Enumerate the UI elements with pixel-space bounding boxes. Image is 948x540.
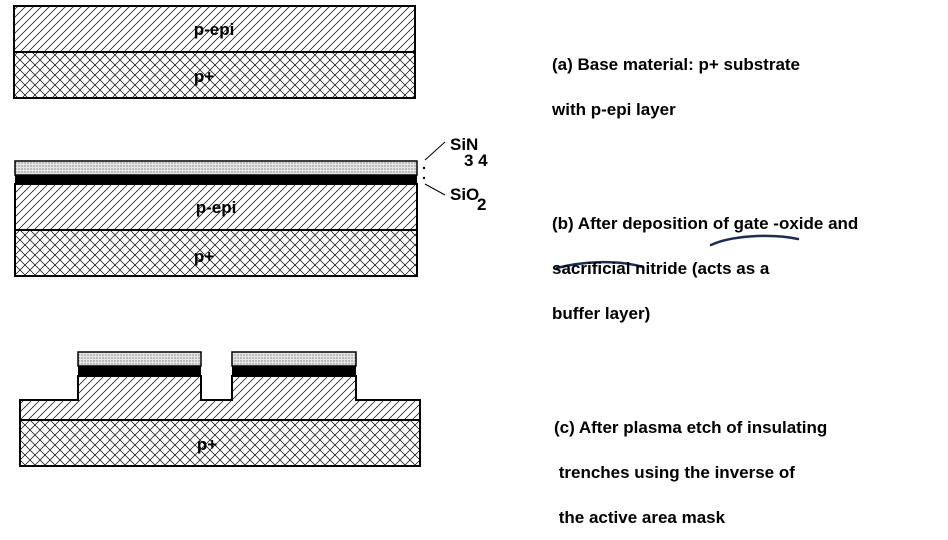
panel-b-substrate-label: p+ (194, 247, 214, 266)
panel-a-substrate-layer (13, 51, 416, 99)
panel-b-epi-label: p-epi (196, 198, 237, 217)
panel-a-epi-label: p-epi (194, 20, 235, 39)
panel-b-oxide-layer (15, 175, 417, 184)
nitride-subscripts: 3 4 (464, 151, 488, 170)
panel-c-stack: p+ (19, 351, 421, 467)
caption-line: (c) After plasma etch of insulating (554, 418, 828, 437)
panel-c-right-nitride (231, 351, 357, 367)
oxide-label: SiO (450, 185, 479, 204)
oxide-subscript: 2 (477, 195, 486, 214)
caption-a: (a) Base material: p+ substrate with p-e… (552, 27, 800, 132)
panel-b-stack: p-epi p+ SiN 3 4 SiO 2 (14, 135, 488, 277)
panel-c-left-nitride (77, 351, 202, 367)
process-diagram: p-epi p+ p-epi p+ SiN 3 4 SiO 2 p+ (13, 5, 800, 467)
caption-line: sacrificial nitride (acts as a (552, 259, 770, 278)
panel-b-nitride-layer (14, 160, 418, 176)
caption-line: trenches using the inverse of (554, 463, 795, 482)
oxide-leader-line (424, 183, 446, 196)
caption-line: (a) Base material: p+ substrate (552, 55, 801, 74)
nitride-label: SiN (450, 135, 478, 154)
panel-c-right-oxide (232, 366, 356, 376)
panel-b-epi-layer (14, 183, 418, 231)
panel-c-substrate-label: p+ (197, 435, 217, 454)
caption-line: buffer layer) (552, 304, 651, 323)
panel-c-left-oxide (78, 366, 201, 376)
leader-dot (422, 166, 426, 170)
annotation-stroke (709, 234, 800, 247)
nitride-leader-line (424, 141, 446, 161)
caption-line: the active area mask (554, 508, 726, 527)
caption-line: with p-epi layer (552, 100, 676, 119)
leader-dot (422, 176, 426, 180)
panel-c-etched-epi (19, 375, 421, 421)
caption-c: (c) After plasma etch of insulating tren… (554, 390, 827, 540)
panel-a-epi-layer (13, 5, 416, 53)
panel-c-substrate-layer (19, 419, 421, 467)
panel-a-substrate-label: p+ (194, 67, 214, 86)
panel-a-stack: p-epi p+ (13, 5, 416, 99)
panel-b-substrate-layer (14, 229, 418, 277)
caption-b: (b) After deposition of gate -oxide and … (552, 186, 858, 336)
caption-line: (b) After deposition of gate -oxide and (552, 214, 859, 233)
annotation-stroke (555, 260, 645, 270)
